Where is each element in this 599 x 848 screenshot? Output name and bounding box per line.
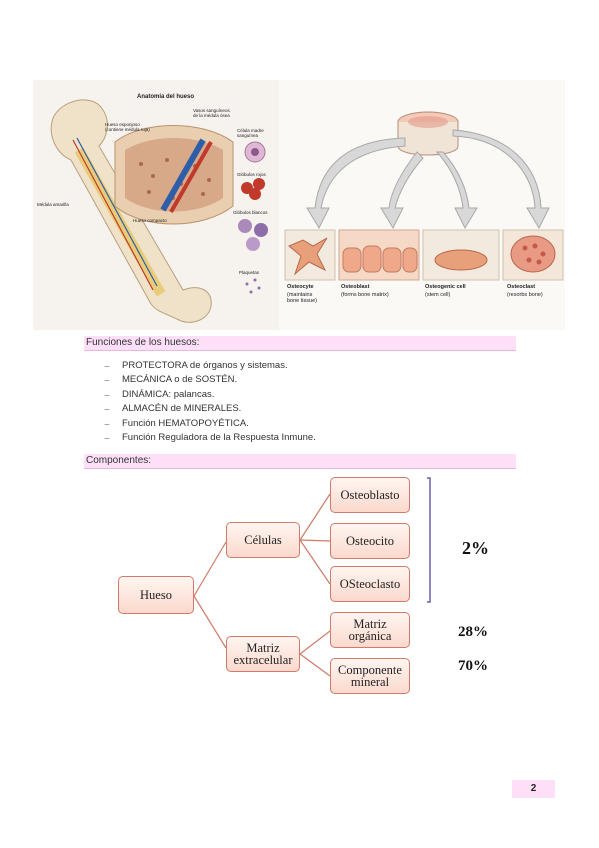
bracket xyxy=(427,477,431,603)
osteoblast-label: Osteoblast xyxy=(341,284,370,290)
cells-percentage: 2% xyxy=(462,538,489,558)
blood-cells-column xyxy=(238,141,268,294)
bullet-icon: ⌣ xyxy=(104,361,110,371)
osteogenic-cell-label: Osteogenic cell xyxy=(425,284,466,290)
list-item: ⌣Función HEMATOPOYÉTICA. xyxy=(104,417,316,431)
list-item: ⌣PROTECTORA de órganos y sistemas. xyxy=(104,359,316,373)
bullet-icon: ⌣ xyxy=(104,433,110,444)
bone-node: Hueso xyxy=(118,576,194,614)
components-header: Componentes: xyxy=(84,454,516,469)
bullet-icon: ⌣ xyxy=(104,404,110,415)
white-cells-label: Glóbulos blancos xyxy=(233,210,268,215)
cells-node: Células xyxy=(226,522,300,558)
osteocyte-node: Osteocito xyxy=(330,523,410,559)
osteoclast-desc: (resorbs bone) xyxy=(507,292,543,298)
platelets-label: Plaquetas xyxy=(239,270,260,275)
yellow-marrow-label: Médula amarilla xyxy=(37,202,69,207)
bone-cross-section xyxy=(114,125,234,225)
anatomy-title: Anatomía del hueso xyxy=(137,94,194,100)
spongy-bone-label: Hueso esponjoso(contiene médula roja) xyxy=(105,122,150,132)
red-cells-label: Glóbulos rojos xyxy=(237,172,267,177)
compact-bone-label: Hueso compacto xyxy=(133,218,167,223)
osteoblast-node: Osteoblasto xyxy=(330,477,410,513)
tree-connectors xyxy=(193,477,431,677)
osteocyte-label: Osteocyte xyxy=(287,284,314,290)
osteoclast-node: OSteoclasto xyxy=(330,566,410,602)
osteogenic-cell-desc: (stem cell) xyxy=(425,292,451,298)
bone-anatomy-figure: Anatomía del hueso Hueso esponjoso(conti… xyxy=(33,80,565,330)
list-item: ⌣MECÁNICA o de SOSTÉN. xyxy=(104,373,316,387)
bullet-icon: ⌣ xyxy=(104,389,110,400)
page-number: 2 xyxy=(512,780,555,798)
functions-header: Funciones de los huesos: xyxy=(84,336,516,351)
list-item: ⌣DINÁMICA: palancas. xyxy=(104,388,316,402)
bullet-icon: ⌣ xyxy=(104,375,110,386)
osteoclast-label: Osteoclast xyxy=(507,284,535,290)
bone-cells-panel xyxy=(284,111,564,281)
list-item: ⌣ALMACÉN de MINERALES. xyxy=(104,402,316,416)
organic-percentage: 28% xyxy=(458,624,488,640)
mineral-percentage: 70% xyxy=(458,658,488,674)
osteoblast-desc: (forms bone matrix) xyxy=(341,292,389,298)
bullet-icon: ⌣ xyxy=(104,418,110,429)
functions-list: ⌣PROTECTORA de órganos y sistemas. ⌣MECÁ… xyxy=(104,359,316,445)
list-item: ⌣Función Reguladora de la Respuesta Inmu… xyxy=(104,431,316,445)
